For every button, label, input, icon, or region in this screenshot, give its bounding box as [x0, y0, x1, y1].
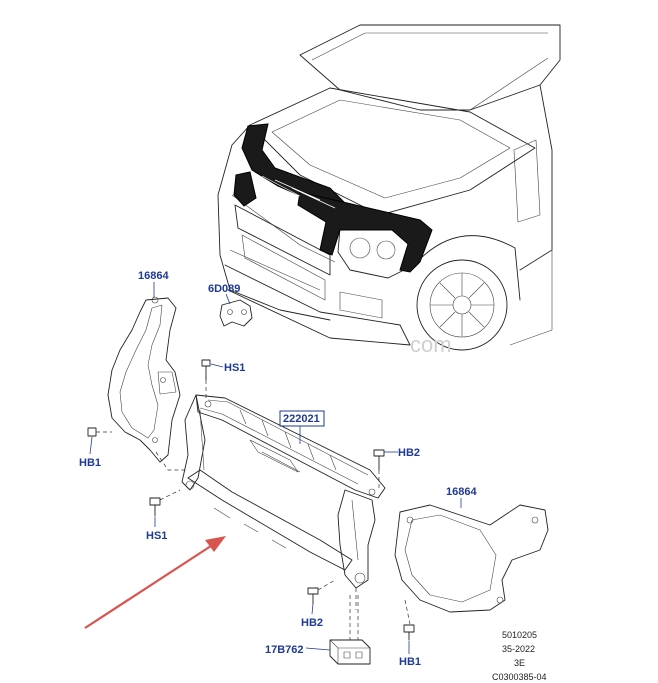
- label-222021-box: [279, 410, 325, 427]
- front-end-carrier: [181, 394, 386, 640]
- label-hb2-bottom: HB2: [301, 617, 323, 629]
- watermark-text: com: [410, 332, 452, 357]
- bump-stop-17b762: [329, 639, 371, 665]
- label-16864-right: 16864: [446, 486, 477, 498]
- label-222021: 222021: [283, 413, 320, 425]
- label-17b762: 17B762: [265, 644, 304, 656]
- ref-line-3: 3E: [514, 658, 525, 668]
- ref-line-1: 5010205: [502, 630, 537, 640]
- leader-lines: [89, 282, 462, 654]
- label-hb1-left: HB1: [79, 457, 101, 469]
- label-hs1-bottom: HS1: [146, 530, 167, 542]
- ref-line-4: C0300385-04: [492, 672, 547, 682]
- label-16864-left: 16864: [138, 270, 169, 282]
- headlamp-bracket-left: [107, 296, 188, 471]
- label-hs1-top: HS1: [224, 362, 245, 374]
- reference-block: 5010205 35-2022 3E C0300385-04: [492, 630, 547, 682]
- label-hb2-right: HB2: [398, 447, 420, 459]
- label-6d089: 6D089: [208, 283, 240, 295]
- ref-line-2: 35-2022: [502, 644, 535, 654]
- indicator-arrow: [84, 536, 226, 629]
- vehicle-front-illustration: [217, 24, 561, 351]
- label-hb1-bottom: HB1: [399, 656, 421, 668]
- headlamp-bracket-right: [394, 504, 549, 625]
- part-labels: 16864 6D089 HS1 222021 HB2 HB1 HS1 16864…: [79, 270, 477, 668]
- fasteners: [87, 359, 415, 641]
- bracket-6d089: [219, 299, 253, 327]
